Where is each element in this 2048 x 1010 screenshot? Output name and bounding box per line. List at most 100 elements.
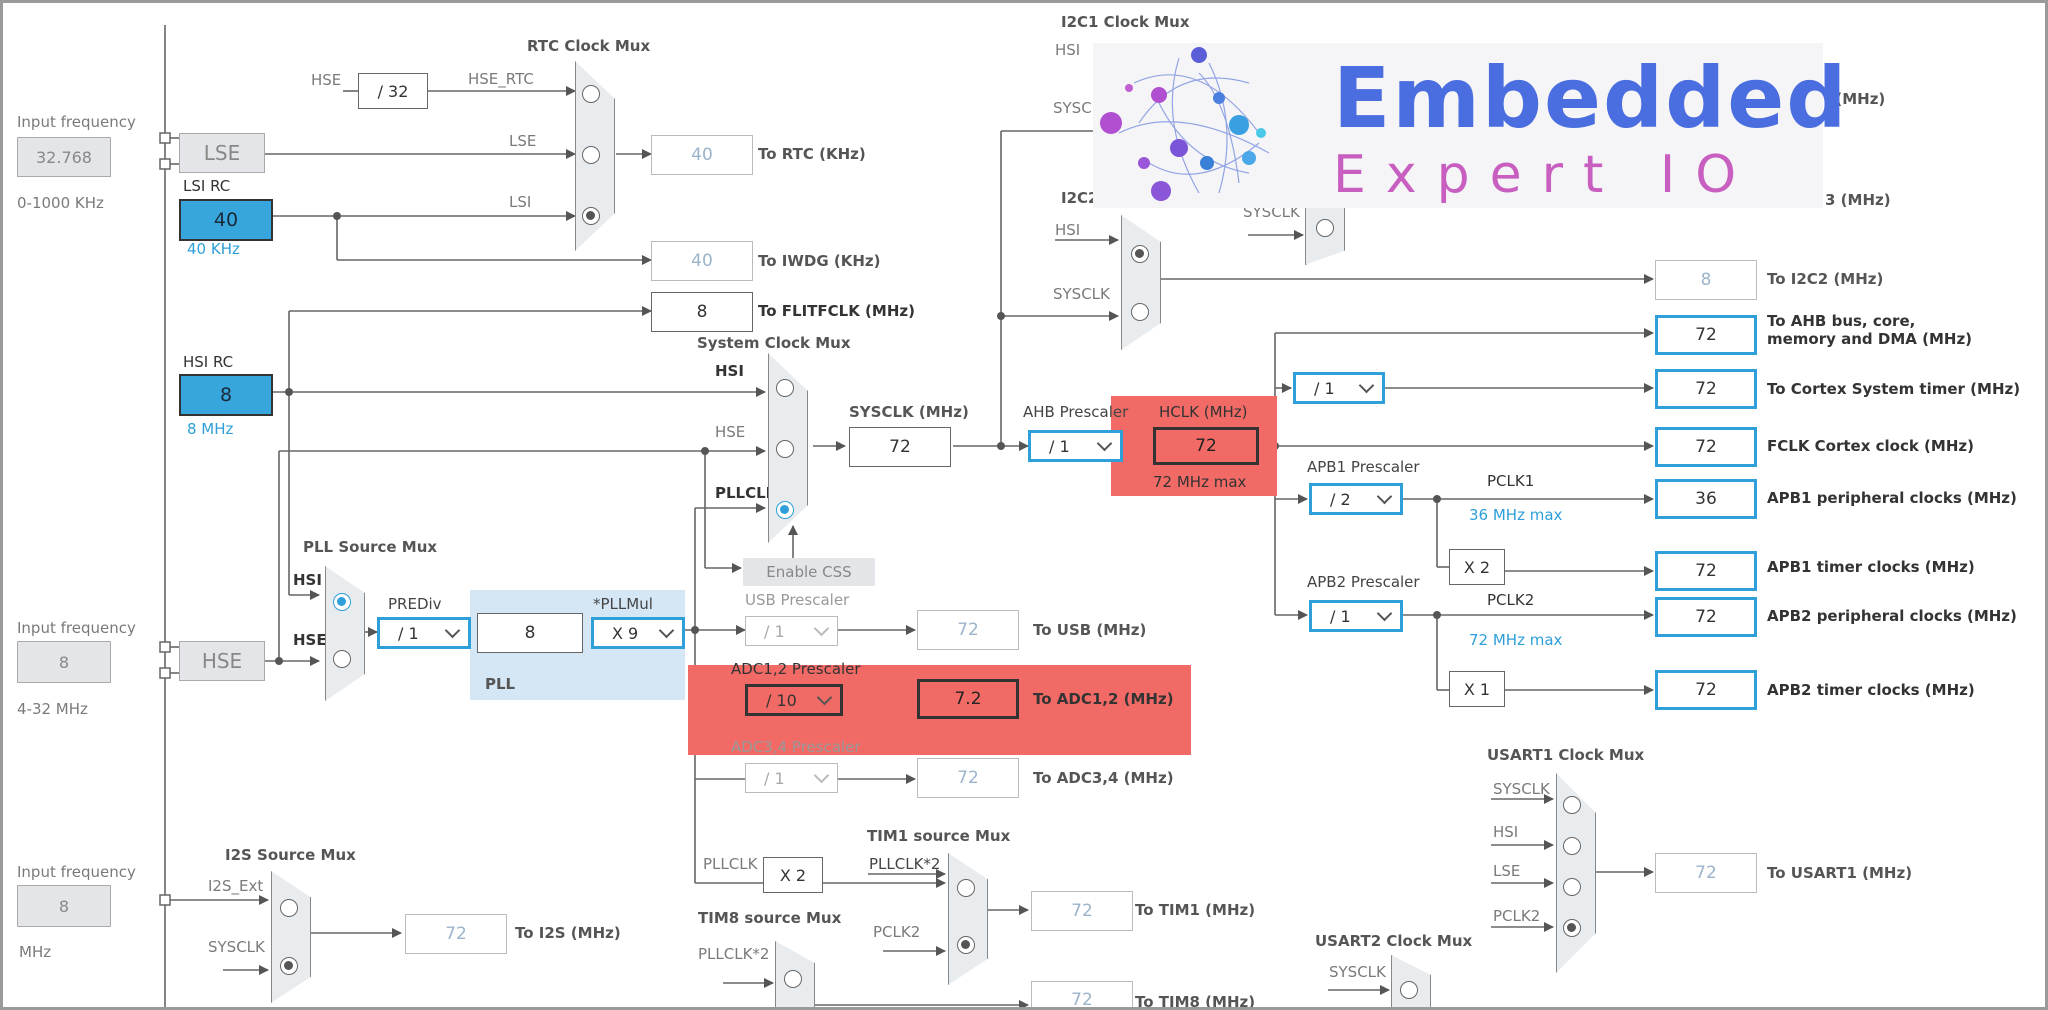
cortex-timer-output-value: 72 [1655, 369, 1757, 409]
tim1-radio-pclk2[interactable] [957, 936, 975, 954]
lse-source: LSE [179, 133, 265, 173]
hse-frequency-input[interactable]: 8 [17, 641, 111, 683]
usb-prescaler-value: / 1 [764, 621, 785, 641]
chevron-down-icon [813, 767, 830, 784]
adc12-prescaler-value: / 10 [766, 690, 797, 710]
i2c1-output-label: l (MHz) [1825, 90, 1886, 108]
apb1-prescaler-value: / 2 [1330, 489, 1351, 509]
i2c2-output-value: 8 [1655, 260, 1757, 300]
sysmux-radio-pllclk[interactable] [776, 501, 794, 519]
usart1-mux-title: USART1 Clock Mux [1487, 746, 1645, 764]
flitfclk-output-value: 8 [651, 292, 753, 332]
network-globe-icon [1100, 47, 1269, 201]
apb2-timer-output-label: APB2 timer clocks (MHz) [1767, 681, 1975, 699]
chevron-down-icon [1376, 488, 1393, 505]
adc34-output-value: 72 [917, 758, 1019, 798]
prediv-value: / 1 [398, 623, 419, 643]
i2c3-radio[interactable] [1316, 219, 1334, 237]
cortex-timer-divider-value: / 1 [1314, 378, 1335, 398]
iwdg-output-value: 40 [651, 241, 753, 281]
rtc-radio-lse[interactable] [582, 146, 600, 164]
lsi-rc-value: 40 [179, 199, 273, 241]
usart1-radio-lse[interactable] [1563, 878, 1581, 896]
i2s-ext-label: I2S_Ext [208, 877, 264, 895]
apb1-peripheral-output-value: 36 [1655, 479, 1757, 519]
usb-prescaler-select[interactable]: / 1 [745, 616, 838, 646]
rtc-hse-divider: / 32 [358, 73, 428, 109]
rtc-radio-lsi[interactable] [582, 207, 600, 225]
usart1-radio-pclk2[interactable] [1563, 919, 1581, 937]
usart2-mux-title: USART2 Clock Mux [1315, 932, 1473, 950]
adc34-prescaler-select[interactable]: / 1 [745, 763, 838, 793]
pllmul-select[interactable]: X 9 [591, 617, 685, 649]
apb1-peripheral-output-label: APB1 peripheral clocks (MHz) [1767, 489, 2017, 507]
hsi-title: HSI RC [183, 353, 234, 371]
ahb-prescaler-value: / 1 [1049, 436, 1070, 456]
usart1-output-value: 72 [1655, 853, 1757, 893]
chevron-down-icon [1096, 435, 1113, 452]
i2c2-output-label: To I2C2 (MHz) [1767, 270, 1884, 288]
adc12-output-label: To ADC1,2 (MHz) [1033, 690, 1174, 708]
i2s-radio-ext[interactable] [280, 899, 298, 917]
apb2-prescaler-select[interactable]: / 1 [1309, 600, 1403, 632]
sysclk-label: SYSCLK (MHz) [849, 403, 969, 421]
usart1-radio-sysclk[interactable] [1563, 796, 1581, 814]
apb2-prescaler-value: / 1 [1330, 606, 1351, 626]
rtc-radio-hse[interactable] [582, 85, 600, 103]
clock-wires [159, 25, 1654, 1007]
tim1-radio-pll2[interactable] [957, 879, 975, 897]
i2s-input-unit: MHz [19, 943, 52, 961]
pllsrc-radio-hsi[interactable] [333, 593, 351, 611]
prediv-select[interactable]: / 1 [377, 617, 471, 649]
enable-css-button[interactable]: Enable CSS [743, 558, 875, 586]
logo-text-expert-io: Expert IO [1333, 145, 1757, 205]
ahb-bus-output-label-1: To AHB bus, core, [1767, 312, 1916, 330]
usart2-radio-sysclk[interactable] [1400, 981, 1418, 999]
i2s-ext-frequency-input[interactable]: 8 [17, 885, 111, 927]
tim1-mux-title: TIM1 source Mux [867, 827, 1011, 845]
i2c1-sysclk-label: SYSC [1053, 99, 1092, 117]
apb1-prescaler-select[interactable]: / 2 [1309, 483, 1403, 515]
i2s-output-label: To I2S (MHz) [515, 924, 621, 942]
tim8-output-label: To TIM8 (MHz) [1135, 993, 1256, 1010]
sysmux-radio-hse[interactable] [776, 440, 794, 458]
sysmux-pllclk-label: PLLCLK [715, 484, 778, 502]
i2s-radio-sysclk[interactable] [280, 957, 298, 975]
hclk-value[interactable]: 72 [1153, 427, 1259, 465]
chevron-down-icon [1376, 605, 1393, 622]
adc12-prescaler-select[interactable]: / 10 [745, 684, 843, 716]
pclk1-max: 36 MHz max [1469, 506, 1563, 524]
usart1-pclk2-label: PCLK2 [1493, 907, 1541, 925]
pllmul-label: *PLLMul [593, 595, 653, 613]
i2c3-output-label: 3 (MHz) [1825, 191, 1891, 209]
rtc-lsi-label: LSI [509, 193, 532, 211]
pllsrc-radio-hse[interactable] [333, 650, 351, 668]
usart1-sysclk-label: SYSCLK [1493, 780, 1550, 798]
tim8-mux-title: TIM8 source Mux [698, 909, 842, 927]
cortex-timer-output-label: To Cortex System timer (MHz) [1767, 380, 2021, 398]
usart1-output-label: To USART1 (MHz) [1767, 864, 1913, 882]
sysmux-hsi-label: HSI [715, 362, 744, 380]
i2c2-radio-sysclk[interactable] [1131, 303, 1149, 321]
apb1-timer-multiplier: X 2 [1449, 549, 1505, 585]
tim8-radio-pll2[interactable] [784, 970, 802, 988]
i2c2-mux-title: I2C2 [1061, 189, 1099, 207]
cortex-timer-divider-select[interactable]: / 1 [1293, 372, 1385, 404]
pclk2-label: PCLK2 [1487, 591, 1535, 609]
pclk1-label: PCLK1 [1487, 472, 1535, 490]
ahb-bus-output-label-2: memory and DMA (MHz) [1767, 330, 1973, 348]
rtc-output-value: 40 [651, 135, 753, 175]
apb2-timer-multiplier: X 1 [1449, 671, 1505, 707]
flitfclk-output-label: To FLITFCLK (MHz) [758, 302, 915, 320]
usb-output-label: To USB (MHz) [1033, 621, 1147, 639]
tim1-pllclk-label: PLLCLK [703, 855, 758, 873]
iwdg-output-label: To IWDG (KHz) [758, 252, 881, 270]
tim1-source-mux[interactable] [948, 853, 988, 985]
ahb-prescaler-select[interactable]: / 1 [1028, 430, 1123, 462]
apb2-peripheral-output-value: 72 [1655, 597, 1757, 637]
i2c2-radio-hsi[interactable] [1131, 245, 1149, 263]
usart1-radio-hsi[interactable] [1563, 837, 1581, 855]
sysmux-radio-hsi[interactable] [776, 379, 794, 397]
hse-input-label: Input frequency [17, 619, 136, 637]
lse-frequency-input[interactable]: 32.768 [17, 137, 111, 177]
